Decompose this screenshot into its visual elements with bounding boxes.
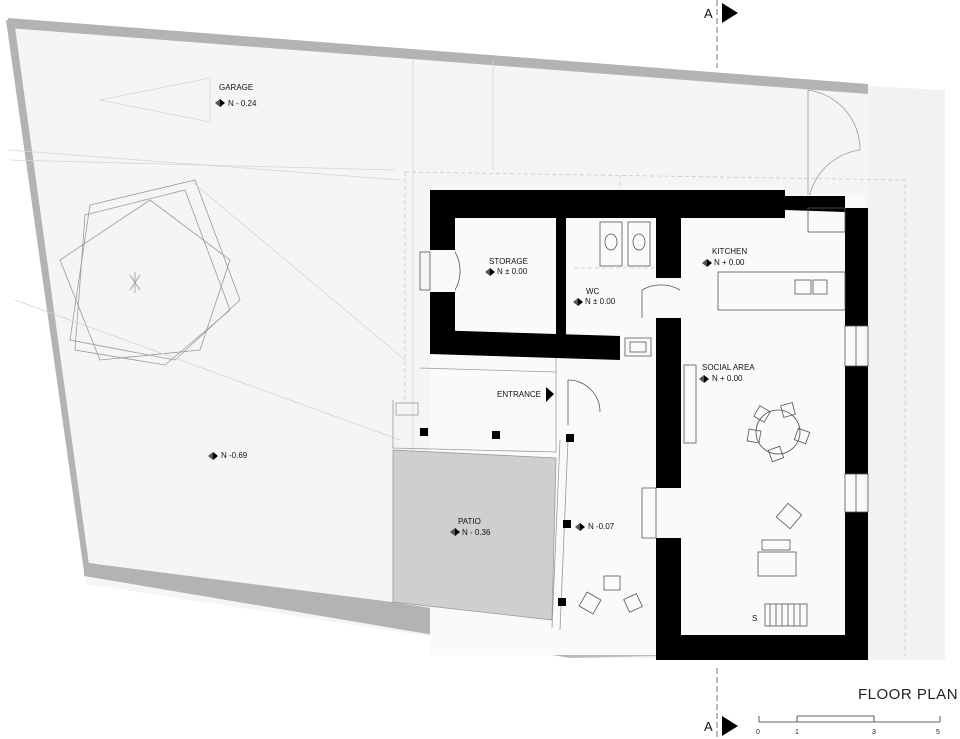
interior-door: [641, 487, 657, 539]
east-windows: [844, 325, 869, 513]
svg-text:A: A: [704, 6, 713, 21]
lounge-furniture: [757, 502, 808, 627]
level-marker-storage-icon: [485, 268, 495, 276]
site-ground-east: [868, 86, 945, 660]
level-marker-porch-icon: [575, 523, 585, 531]
boundary-wall-west: [6, 20, 90, 572]
sideboard: [683, 364, 697, 444]
entrance-door: [567, 379, 601, 425]
social-area-label: SOCIAL AREA: [702, 363, 755, 372]
svg-text:A: A: [704, 719, 713, 734]
social-area-level: N + 0.00: [712, 374, 743, 383]
level-markers: [208, 99, 712, 536]
columns: [420, 428, 574, 606]
kitchen-counter: [717, 207, 846, 311]
scale-tick-5: 5: [936, 729, 940, 736]
level-marker-wc-icon: [573, 298, 583, 306]
level-marker-kitchen-icon: [702, 259, 712, 267]
garage-label: GARAGE: [219, 83, 253, 92]
scale-tick-1: 1: [795, 729, 799, 736]
section-marker-top: A: [704, 0, 738, 68]
porch-level: N -0.07: [588, 522, 615, 531]
plan-title: FLOOR PLAN: [858, 686, 958, 703]
boundary-wall-north: [8, 18, 868, 94]
garage-level: N - 0.24: [228, 99, 257, 108]
patio-label: PATIO: [458, 517, 481, 526]
level-marker-social-icon: [699, 375, 709, 383]
storage-door: [419, 251, 461, 291]
wc-fixtures: [574, 221, 681, 357]
entrance-arrow-icon: [546, 387, 554, 402]
kitchen-label: KITCHEN: [712, 247, 747, 256]
storage-level: N ± 0.00: [497, 267, 528, 276]
entrance-label: ENTRANCE: [497, 390, 541, 399]
kitchen-level: N + 0.00: [714, 258, 745, 267]
scale-tick-0: 0: [756, 729, 760, 736]
patio-level: N - 0.36: [462, 528, 491, 537]
storage-label: STORAGE: [489, 257, 528, 266]
wc-label: WC: [586, 287, 600, 296]
level-marker-garage-icon: [215, 99, 225, 107]
level-marker-yard-icon: [208, 452, 218, 460]
stair-label: S: [752, 614, 757, 623]
wc-level: N ± 0.00: [585, 297, 616, 306]
scale-bar: 0 1 3 5: [756, 715, 941, 736]
walls: [430, 190, 868, 660]
level-marker-patio-icon: [450, 528, 460, 536]
porch-furniture: [578, 575, 643, 615]
dining-table: [746, 402, 811, 463]
section-marker-bottom: A: [704, 668, 738, 739]
yard-level: N -0.69: [221, 451, 248, 460]
scale-tick-3: 3: [872, 729, 876, 736]
